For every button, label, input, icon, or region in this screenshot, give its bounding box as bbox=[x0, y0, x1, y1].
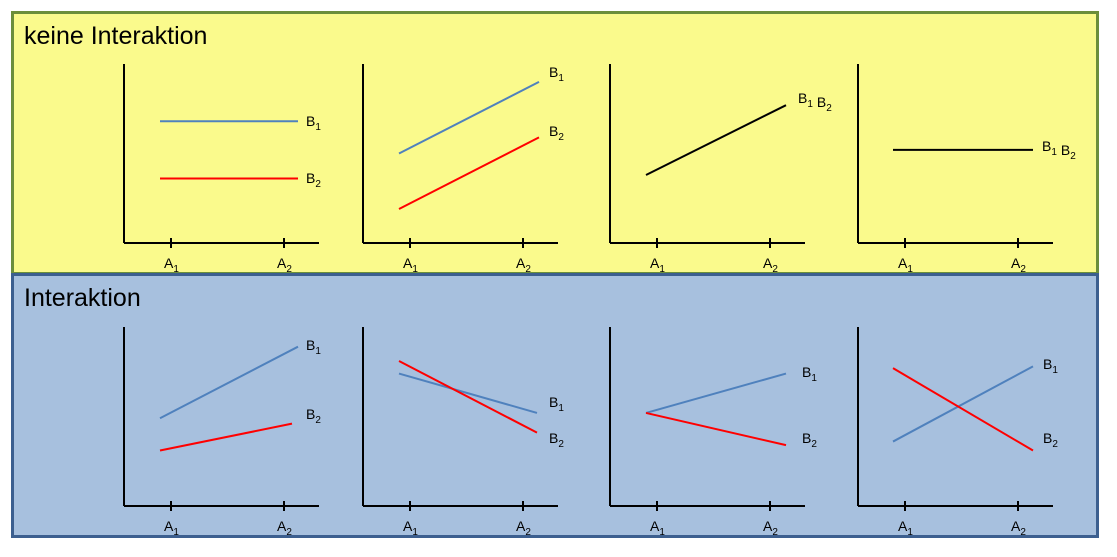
chart-3-tick-label-2: A2 bbox=[763, 255, 778, 275]
chart-1-tick-label-2: A2 bbox=[277, 255, 292, 275]
chart-1-tick-label-1: A1 bbox=[164, 255, 179, 275]
chart-2-tick-label-1: A1 bbox=[403, 255, 418, 275]
chart-6-series-b1 bbox=[398, 372, 538, 414]
chart-8-label-b2: B2 bbox=[1043, 430, 1058, 450]
chart-5-label-b2: B2 bbox=[306, 406, 321, 426]
chart-2-tick-label-2: A2 bbox=[516, 255, 531, 275]
chart-7-series-b1 bbox=[645, 372, 787, 414]
chart-6-tick-label-2: A2 bbox=[516, 518, 531, 538]
chart-5-series-b2 bbox=[159, 422, 293, 452]
chart-7-label-b2: B2 bbox=[802, 430, 817, 450]
chart-3-tick-label-1: A1 bbox=[650, 255, 665, 275]
chart-6-series-b2 bbox=[398, 360, 538, 434]
chart-6-tick-label-1: A1 bbox=[403, 518, 418, 538]
chart-8-series-b2 bbox=[892, 367, 1034, 452]
chart-1-label-b1: B1 bbox=[306, 113, 321, 133]
chart-4-tick-label-1: A1 bbox=[898, 255, 913, 275]
chart-6-label-b1: B1 bbox=[549, 394, 564, 414]
chart-4-tick-label-2: A2 bbox=[1011, 255, 1026, 275]
chart-8-series-b1 bbox=[892, 365, 1034, 443]
chart-3-series-b1-b2 bbox=[645, 104, 787, 176]
chart-8-label-b1: B1 bbox=[1043, 356, 1058, 376]
chart-8-tick-label-1: A1 bbox=[898, 518, 913, 538]
chart-2-label-b2: B2 bbox=[549, 123, 564, 143]
chart-7-series-b2 bbox=[645, 411, 787, 447]
chart-8-tick-label-2: A2 bbox=[1011, 518, 1026, 538]
chart-2-series-b2 bbox=[398, 136, 540, 210]
no-interaction-title: keine Interaktion bbox=[24, 22, 208, 50]
chart-2-series-b1 bbox=[398, 81, 540, 155]
chart-7-label-b1: B1 bbox=[802, 364, 817, 384]
interaction-title: Interaktion bbox=[24, 284, 141, 312]
interaction-panel: Interaktion bbox=[11, 273, 1099, 538]
chart-1-label-b2: B2 bbox=[306, 170, 321, 190]
chart-5-tick-label-1: A1 bbox=[164, 518, 179, 538]
chart-5-label-b1: B1 bbox=[306, 337, 321, 357]
chart-2-label-b1: B1 bbox=[549, 64, 564, 84]
no-interaction-panel: keine Interaktion bbox=[11, 11, 1099, 275]
chart-5-series-b1 bbox=[159, 345, 299, 420]
chart-5-tick-label-2: A2 bbox=[277, 518, 292, 538]
chart-7-tick-label-1: A1 bbox=[650, 518, 665, 538]
chart-7-tick-label-2: A2 bbox=[763, 518, 778, 538]
chart-6-label-b2: B2 bbox=[549, 430, 564, 450]
